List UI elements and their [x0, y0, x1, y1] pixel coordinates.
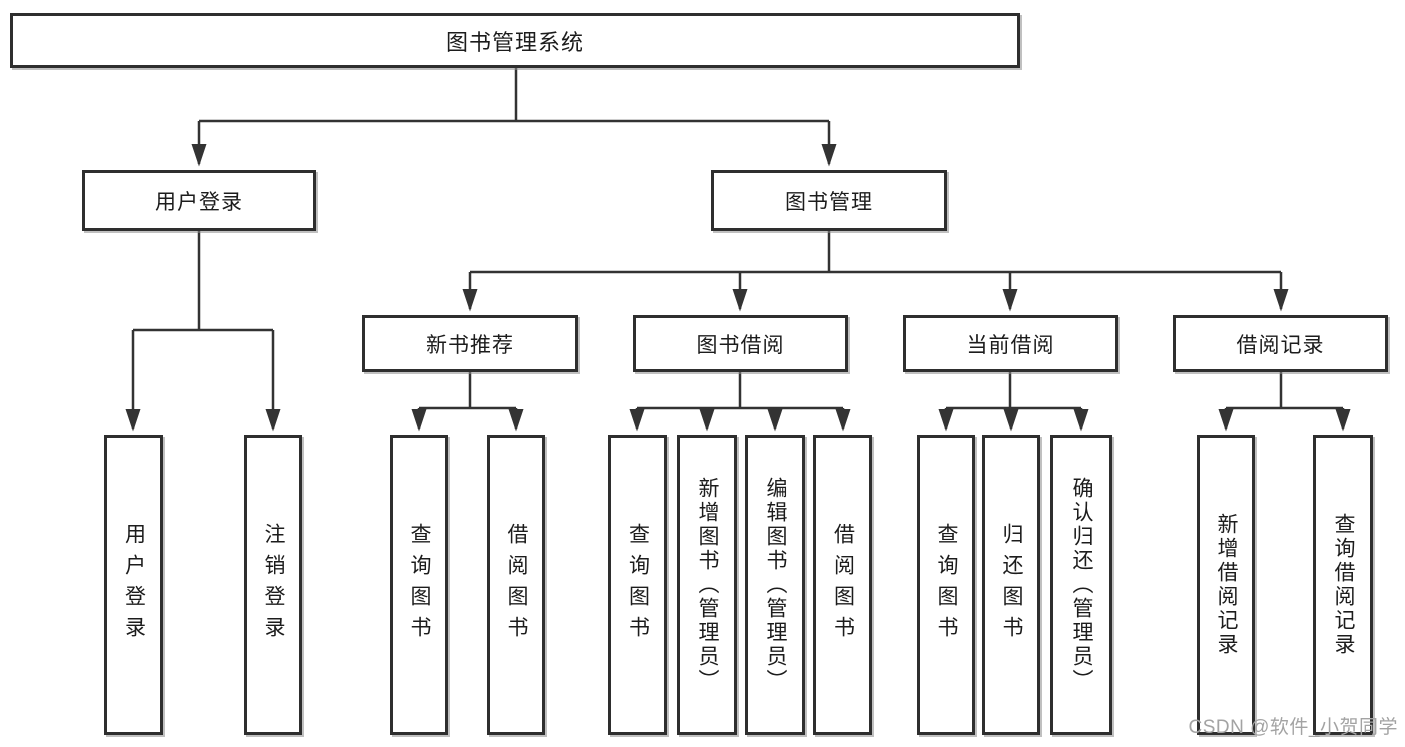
node-new-book-recommend: 新书推荐 — [362, 315, 578, 372]
node-new-book-recommend-label: 新书推荐 — [426, 333, 514, 357]
node-book-borrow-label: 图书借阅 — [696, 333, 785, 357]
leaf-borrow-add-admin-label: 新增图书（管理员） — [696, 477, 719, 693]
leaf-logout-label: 注销登录 — [262, 523, 285, 647]
node-current-borrow: 当前借阅 — [903, 315, 1118, 372]
leaf-newbook-query: 查询图书 — [390, 435, 448, 735]
leaf-borrow-borrow-label: 借阅图书 — [831, 523, 855, 647]
node-user-login: 用户登录 — [82, 170, 316, 231]
leaf-current-confirm-admin: 确认归还（管理员） — [1050, 435, 1112, 735]
leaf-current-confirm-admin-label: 确认归还（管理员） — [1070, 477, 1093, 693]
leaf-record-query-label: 查询借阅记录 — [1332, 513, 1355, 657]
leaf-borrow-edit-admin: 编辑图书（管理员） — [745, 435, 805, 735]
leaf-newbook-borrow: 借阅图书 — [487, 435, 545, 735]
leaf-newbook-query-label: 查询图书 — [408, 523, 431, 647]
leaf-newbook-borrow-label: 借阅图书 — [505, 523, 528, 647]
node-current-borrow-label: 当前借阅 — [966, 333, 1055, 357]
leaf-borrow-query-label: 查询图书 — [626, 523, 650, 647]
leaf-user-login: 用户登录 — [104, 435, 163, 735]
leaf-record-query: 查询借阅记录 — [1313, 435, 1373, 735]
leaf-logout: 注销登录 — [244, 435, 302, 735]
leaf-borrow-edit-admin-label: 编辑图书（管理员） — [764, 477, 787, 693]
node-book-management-label: 图书管理 — [785, 190, 873, 214]
leaf-record-add: 新增借阅记录 — [1197, 435, 1255, 735]
node-user-login-label: 用户登录 — [155, 190, 243, 214]
leaf-borrow-query: 查询图书 — [608, 435, 667, 735]
leaf-record-add-label: 新增借阅记录 — [1215, 513, 1238, 657]
leaf-borrow-add-admin: 新增图书（管理员） — [677, 435, 737, 735]
node-borrow-record-label: 借阅记录 — [1236, 333, 1325, 357]
leaf-current-return-label: 归还图书 — [1000, 523, 1023, 647]
node-root-system: 图书管理系统 — [10, 13, 1020, 68]
leaf-user-login-label: 用户登录 — [122, 523, 146, 647]
node-root-system-label: 图书管理系统 — [445, 29, 584, 55]
node-book-borrow: 图书借阅 — [633, 315, 848, 372]
leaf-current-return: 归还图书 — [982, 435, 1040, 735]
node-book-management: 图书管理 — [711, 170, 947, 231]
leaf-current-query: 查询图书 — [917, 435, 975, 735]
leaf-borrow-borrow: 借阅图书 — [813, 435, 872, 735]
node-borrow-record: 借阅记录 — [1173, 315, 1388, 372]
watermark: CSDN @软件_小贺同学 — [1188, 717, 1398, 738]
leaf-current-query-label: 查询图书 — [935, 523, 958, 647]
